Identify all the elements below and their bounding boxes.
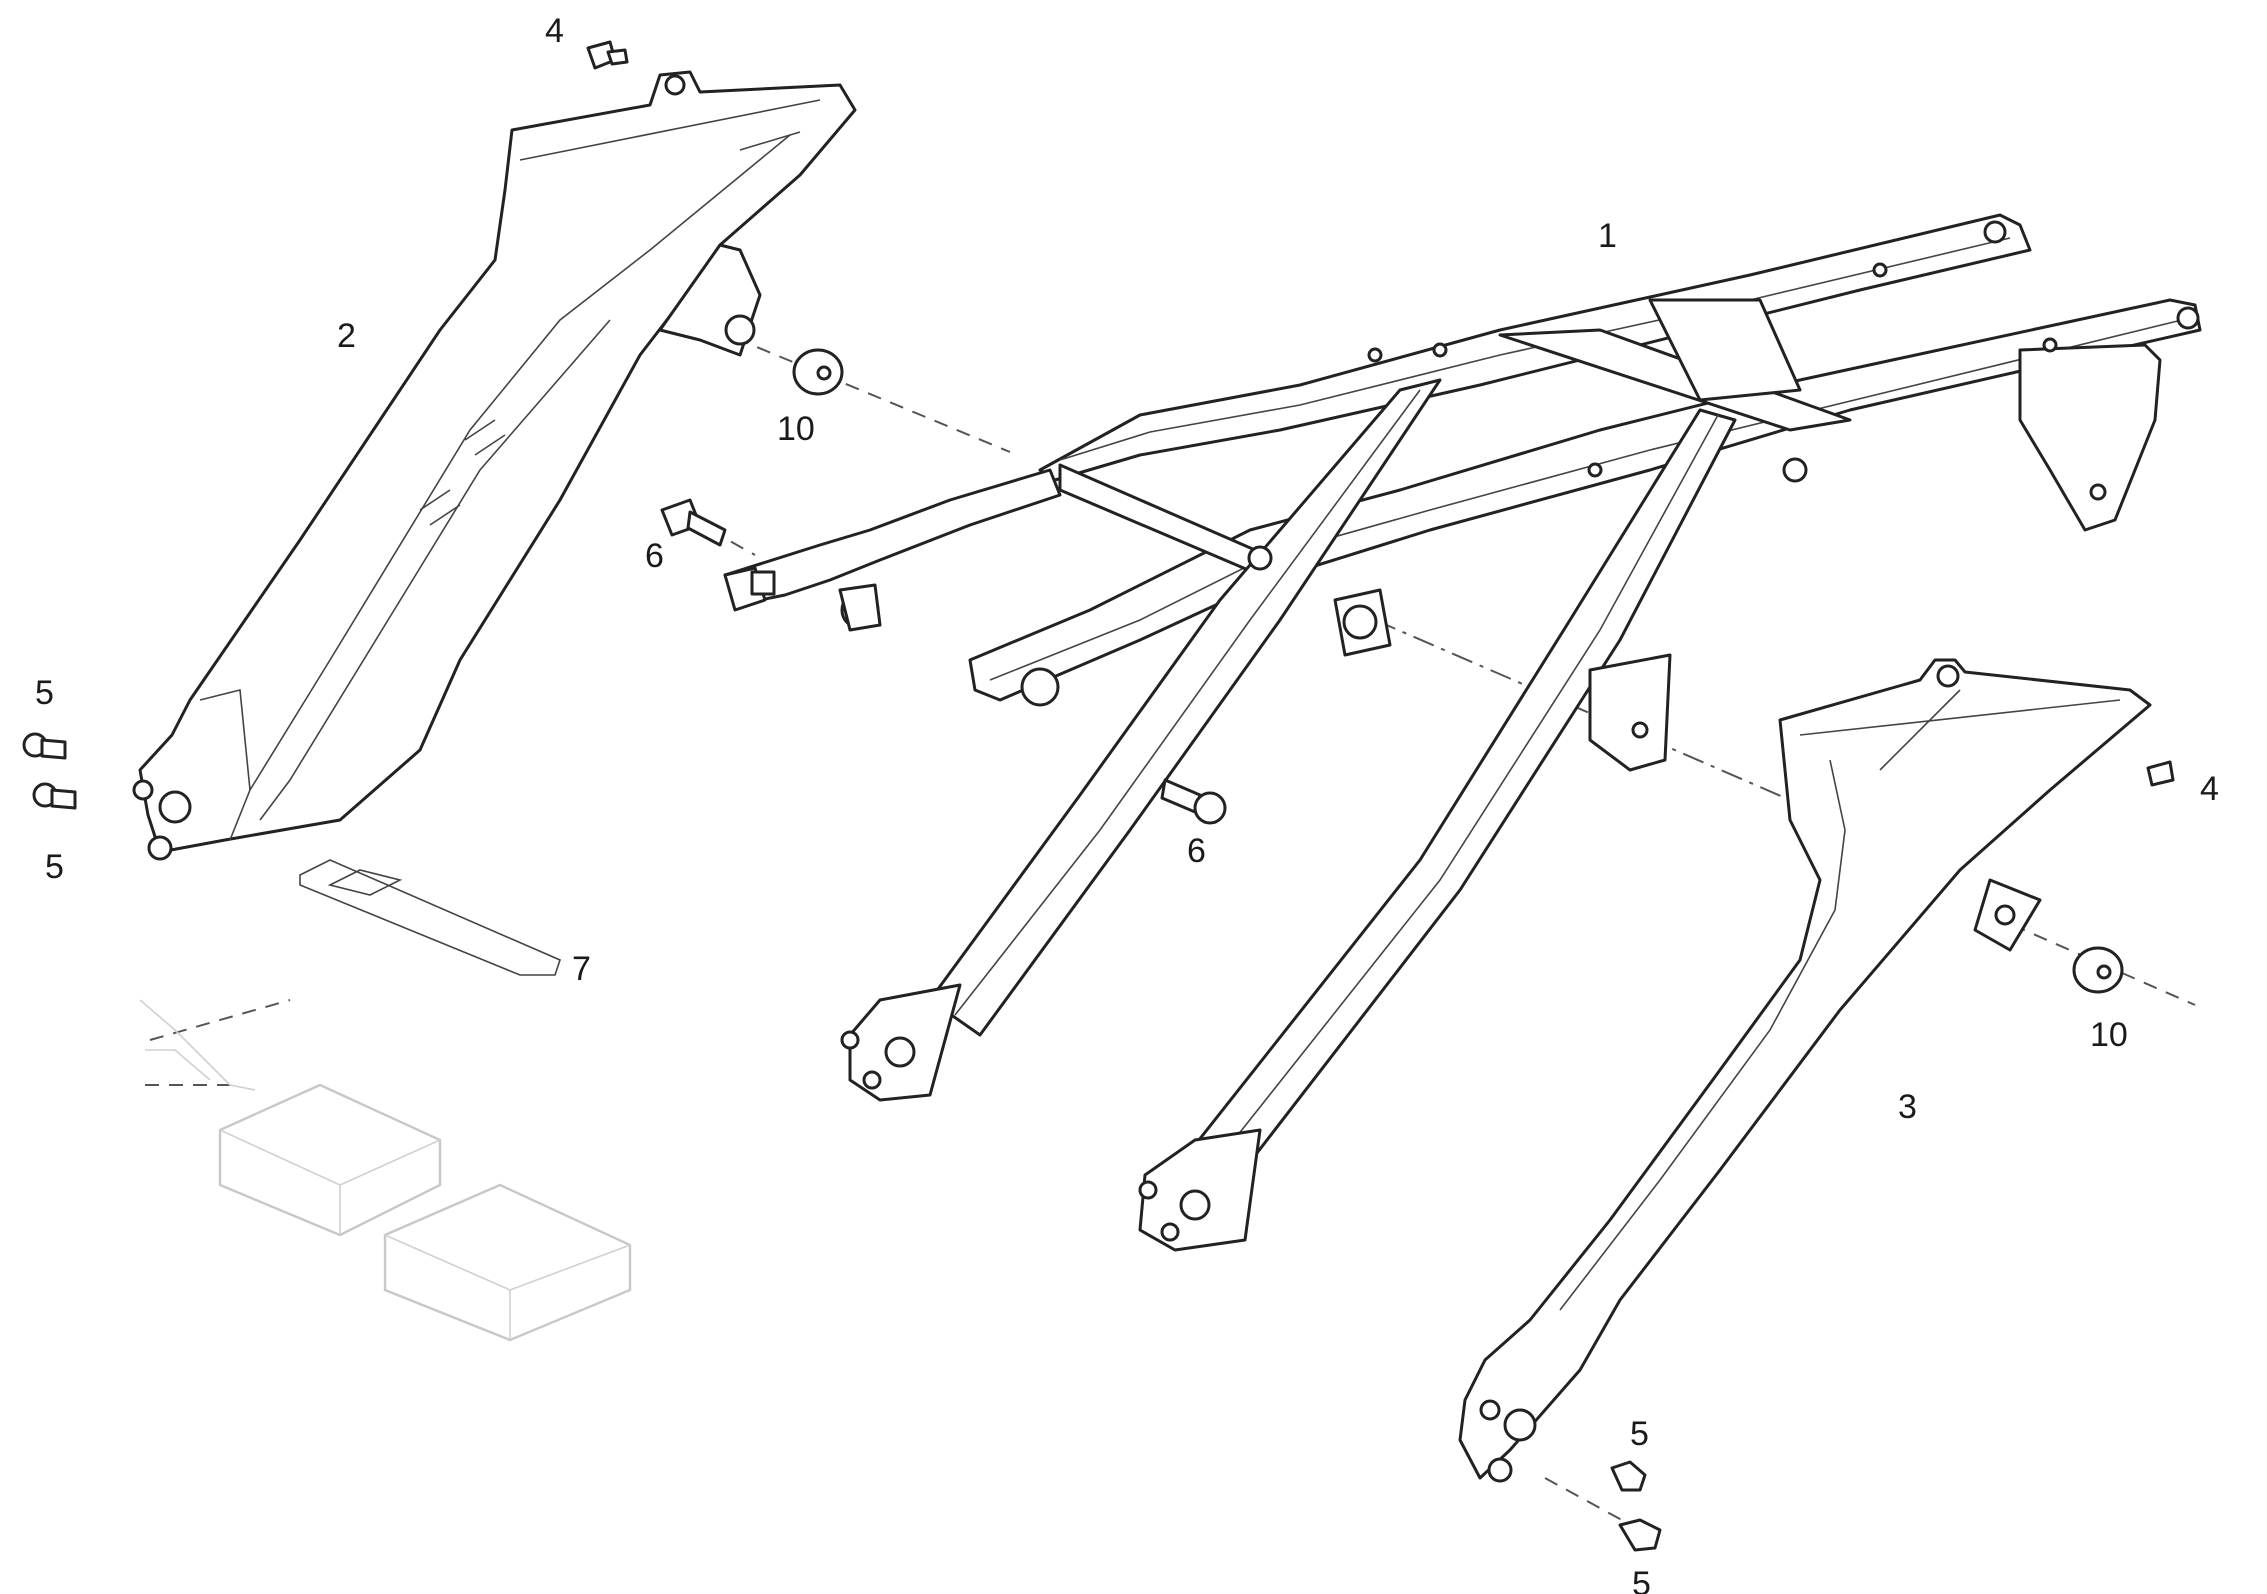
right-side-cover: [1458, 658, 2152, 1483]
callout-frame: 1: [1598, 217, 1617, 255]
callout-screw-top-left: 4: [545, 12, 564, 50]
screw-icon: [1610, 1460, 1647, 1492]
screw-icon: [22, 732, 67, 760]
callout-screw-bottom-lower: 5: [1632, 1565, 1651, 1594]
callout-spacer-left: 10: [777, 410, 815, 448]
callout-spacer-right: 10: [2090, 1016, 2128, 1054]
spacer-icon: [2072, 946, 2124, 994]
callout-bolt-left: 6: [645, 537, 664, 575]
callout-right-cover: 3: [1898, 1088, 1917, 1126]
fasteners: [22, 40, 2175, 1552]
rear-subframe: [723, 213, 2202, 1252]
screw-icon: [1618, 1518, 1662, 1552]
callout-bolt-center: 6: [1187, 832, 1206, 870]
screw-icon: [586, 40, 629, 70]
callout-left-cover: 2: [337, 317, 356, 355]
callout-screw-bottom-upper: 5: [1630, 1415, 1649, 1453]
callout-screw-left-lower: 5: [45, 848, 64, 886]
ghost-battery-assembly: [139, 999, 632, 1342]
screw-icon: [2146, 760, 2175, 787]
callout-screw-right: 4: [2200, 770, 2219, 808]
bracket-plate: [299, 859, 561, 976]
bolt-icon: [660, 498, 727, 547]
callout-bracket-plate: 7: [572, 950, 591, 988]
left-side-cover: [132, 70, 857, 861]
bolt-icon: [1160, 778, 1227, 825]
callout-screw-left-upper: 5: [35, 674, 54, 712]
spacer-icon: [792, 348, 844, 396]
leader-lines: [145, 337, 2196, 1531]
callout-labels: 1 2 3 4 4 5 5 5 5 6 6 7 10 10: [35, 12, 2219, 1594]
screw-icon: [32, 782, 77, 810]
